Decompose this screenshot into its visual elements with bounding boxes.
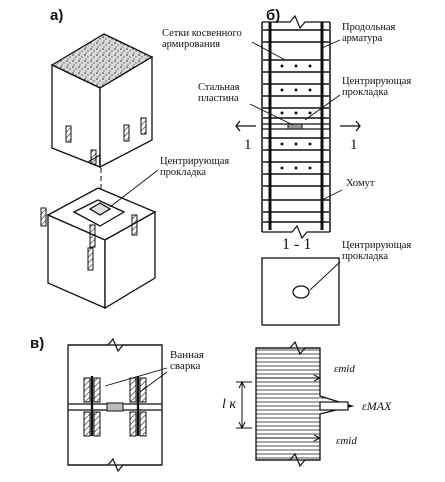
bath-weld-label: Ванная сварка <box>170 349 204 372</box>
upper-column-block <box>50 33 154 169</box>
section-marker-left: 1 <box>244 137 252 153</box>
panel-b-label: б) <box>266 7 281 24</box>
eps-mid-bottom-label: εmid <box>336 435 357 447</box>
indirect-mesh-label: Сетки косвенного армирования <box>162 28 242 50</box>
eps-mid-top-label: εmid <box>334 363 355 375</box>
indirect-reinforcement-meshes <box>263 59 329 187</box>
strain-diagram <box>236 340 355 468</box>
center-pad-label-a: Центрирующая прокладка <box>160 156 230 178</box>
lower-block-steel-plates <box>40 207 138 271</box>
steel-plate-label: Стальная пластина <box>198 82 240 104</box>
eps-max-label: εMAX <box>362 399 392 413</box>
mesh-dots <box>280 64 312 170</box>
ties <box>263 29 329 223</box>
panel-a-label: а) <box>50 7 64 24</box>
section-1-1-square <box>261 257 341 326</box>
upper-block-steel-plates <box>65 117 147 165</box>
section-cut-marks <box>235 120 361 132</box>
lower-column-block <box>46 187 157 310</box>
lk-label: l к <box>222 397 236 412</box>
center-pad-label-c: Центрирующая прокладка <box>342 240 412 262</box>
section-title: 1 - 1 <box>282 236 312 253</box>
section-marker-right: 1 <box>350 137 358 153</box>
weld-plates <box>83 377 147 437</box>
leaders-b <box>249 39 343 201</box>
panel-v-label: в) <box>30 335 45 352</box>
column-elevation <box>261 14 331 240</box>
weld-joint-detail <box>67 337 168 473</box>
longitudinal-rebar-label: Продольная арматура <box>342 22 396 44</box>
center-pad-label-b: Центрирующая прокладка <box>342 76 412 98</box>
tie-label: Хомут <box>346 178 375 189</box>
